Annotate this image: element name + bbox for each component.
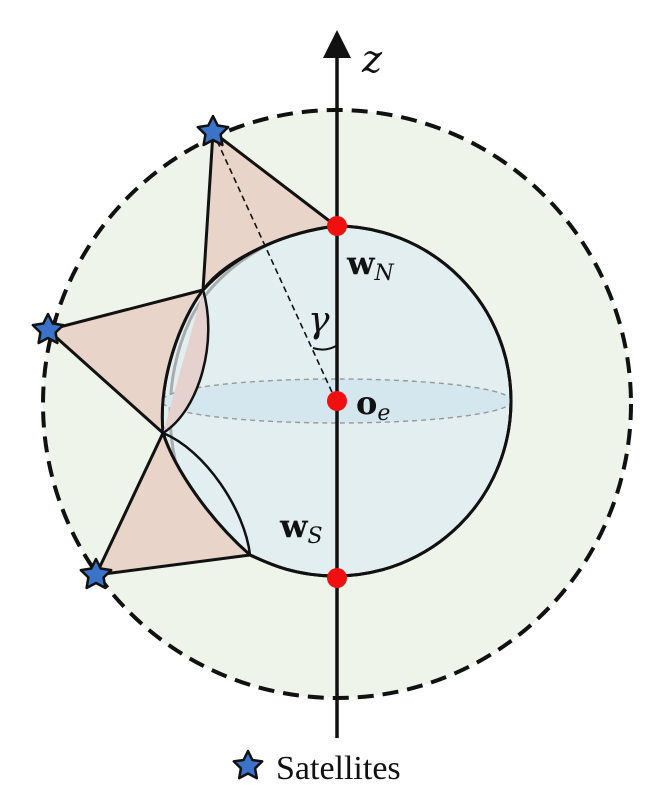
cone-middle-base (162, 289, 210, 435)
satellite-star-icon (31, 312, 65, 345)
satellite-star-icon (196, 114, 230, 147)
center-point (327, 391, 347, 411)
z-axis-label: z (361, 37, 383, 81)
legend: Satellites (232, 749, 401, 787)
cone-bottom-base (162, 431, 252, 556)
legend-star-icon (232, 749, 264, 780)
gamma-label: γ (308, 300, 330, 341)
cone-middle (46, 288, 205, 435)
legend-label: Satellites (276, 750, 401, 787)
satellite-star-icon (79, 557, 113, 590)
south-point (327, 568, 347, 588)
cone-bottom (94, 431, 252, 577)
gamma-angle-arc (312, 345, 337, 351)
north-point (327, 216, 347, 236)
south-point-label: wS (279, 507, 323, 549)
center-point-label: oe (356, 384, 390, 426)
north-point-label: wN (346, 244, 395, 286)
cone-top-base (201, 224, 337, 291)
